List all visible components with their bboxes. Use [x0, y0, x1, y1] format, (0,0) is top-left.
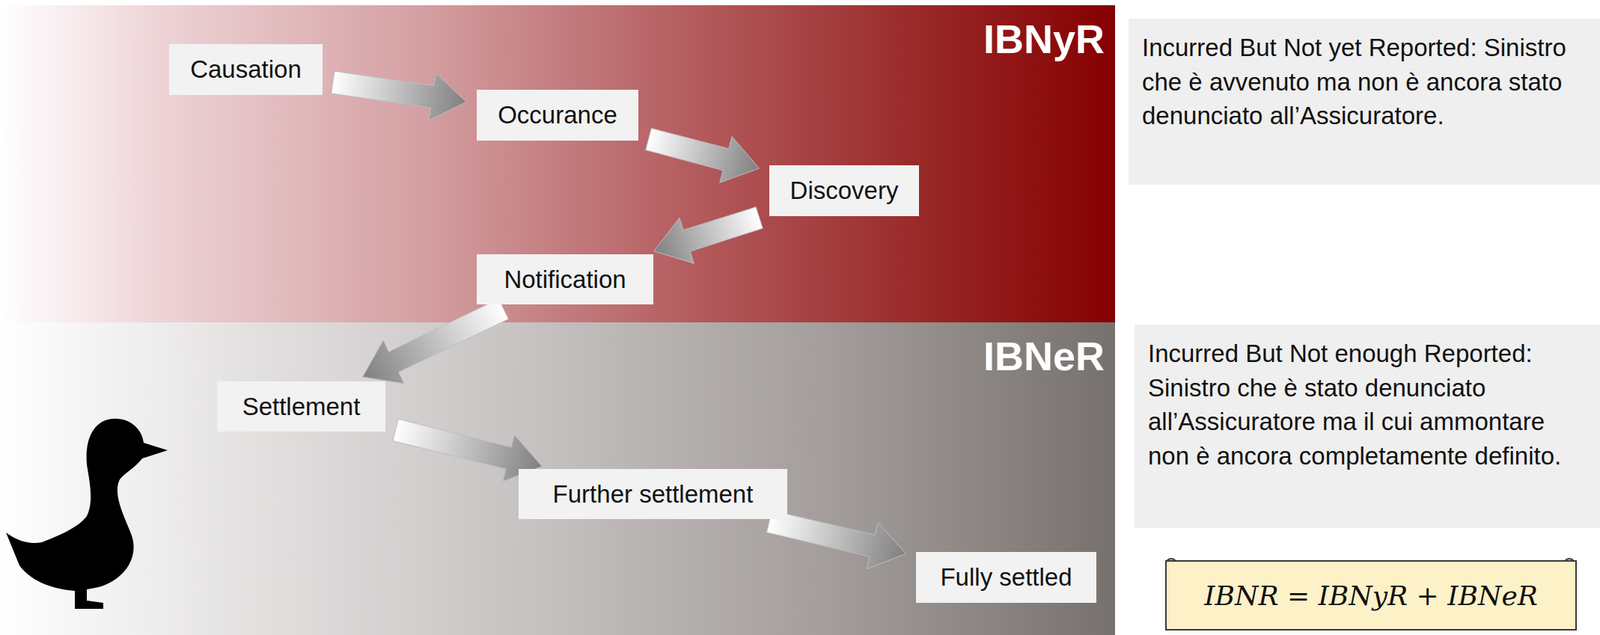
process-box: Causation	[169, 44, 323, 96]
step-label: Further settlement	[553, 480, 754, 509]
definition-panel: Incurred But Not yet Reported: Sinistro …	[1128, 18, 1600, 185]
step-label: Notification	[503, 265, 626, 295]
step-label: Settlement	[242, 392, 361, 422]
definition-text: Incurred But Not yet Reported: Sinistro …	[1142, 30, 1589, 134]
block-arrow	[362, 299, 509, 384]
block-arrow	[331, 71, 467, 121]
block-arrow	[767, 511, 907, 570]
region-band: IBNeR SettlementFurther settlementFully s…	[0, 322, 1116, 635]
formula-scroll: IBNR = IBNyR + IBNeR	[1165, 560, 1577, 631]
step-label: Causation	[190, 55, 302, 84]
step-label: Discovery	[790, 176, 899, 206]
duck-silhouette	[5, 419, 168, 610]
block-arrow	[392, 419, 542, 482]
step-label: Fully settled	[939, 563, 1072, 592]
step-label: Occurance	[497, 101, 618, 130]
region-band: IBNyR CausationOccuranceDiscoveryNotifica…	[0, 5, 1116, 323]
process-box: Notification	[476, 254, 654, 305]
process-box: Fully settled	[915, 552, 1097, 604]
process-box: Occurance	[476, 89, 639, 141]
region-title: IBNeR	[983, 334, 1105, 379]
formula-text: IBNR = IBNyR + IBNeR	[1204, 580, 1538, 612]
process-box: Further settlement	[518, 469, 788, 520]
process-box: Settlement	[217, 381, 386, 432]
definition-panel: Incurred But Not enough Reported: Sinist…	[1134, 324, 1600, 529]
region-title: IBNyR	[983, 17, 1105, 62]
definition-text: Incurred But Not enough Reported: Sinist…	[1147, 336, 1589, 473]
scroll-curls	[1165, 559, 1575, 570]
block-arrow	[645, 128, 760, 184]
process-box: Discovery	[769, 165, 919, 217]
block-arrow	[654, 207, 763, 265]
